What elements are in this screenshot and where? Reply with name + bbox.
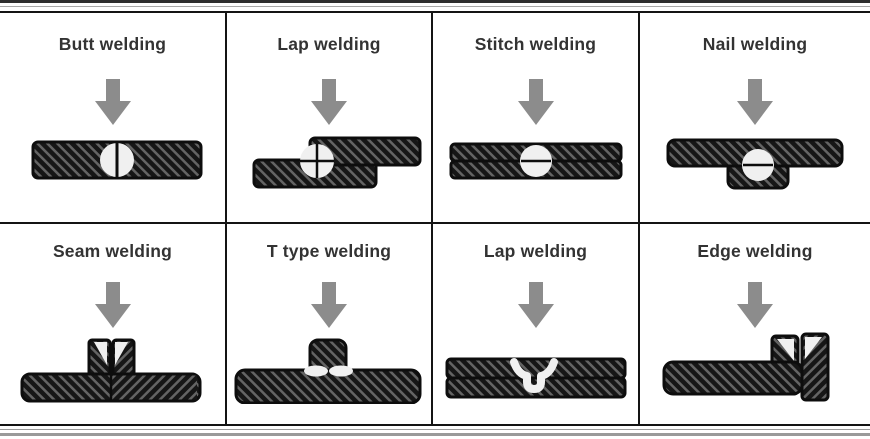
down-block-arrow-icon — [311, 282, 347, 328]
cell-title: Butt welding — [58, 34, 167, 54]
down-block-arrow-icon — [737, 282, 773, 328]
cell-title: Stitch welding — [474, 34, 597, 54]
cell-nail-welding: Nail welding — [640, 13, 870, 224]
seam-weld-diagram — [20, 338, 201, 403]
cell-butt-welding: Butt welding — [0, 13, 227, 224]
down-block-arrow-icon — [517, 79, 554, 125]
base-plate — [662, 360, 804, 396]
butt-weld-diagram — [31, 140, 202, 180]
cell-title: Seam welding — [52, 241, 173, 261]
upper-sheet — [445, 357, 626, 380]
lap-weld-diagram — [252, 136, 422, 189]
nugget-cross-lines — [300, 144, 334, 178]
right-groove-face — [114, 342, 128, 365]
cell-seam-welding: Seam welding — [0, 224, 227, 424]
edge-weld-diagram — [662, 332, 830, 402]
cell-title: Lap welding — [483, 241, 588, 261]
bottom-border-thin-line — [0, 429, 870, 430]
bottom-border-thick-line — [0, 433, 870, 436]
cell-title: Nail welding — [702, 34, 808, 54]
stitch-weld-diagram — [449, 142, 622, 180]
cell-title: T type welding — [266, 241, 392, 261]
t-weld-diagram — [234, 338, 422, 404]
base-plate-right-half — [110, 375, 197, 400]
top-border-thick-line — [0, 0, 870, 3]
cell-t-type-welding: T type welding — [227, 224, 433, 424]
down-block-arrow-icon — [737, 79, 773, 125]
u-groove-weld — [509, 358, 558, 393]
cell-title: Lap welding — [277, 34, 381, 54]
cell-stitch-welding: Stitch welding — [433, 13, 640, 224]
down-block-arrow-icon — [94, 79, 131, 125]
left-groove-face — [777, 339, 794, 361]
cell-lap-welding-2: Lap welding — [433, 224, 640, 424]
right-fillet-weld — [329, 365, 353, 377]
left-fillet-weld — [304, 365, 328, 377]
down-block-arrow-icon — [94, 282, 131, 328]
base-plate — [234, 368, 422, 404]
joggled-lap-weld-diagram — [445, 357, 626, 399]
welding-types-table: Butt welding Lap welding — [0, 11, 870, 426]
cell-edge-welding: Edge welding — [640, 224, 870, 424]
nail-weld-diagram — [666, 138, 844, 190]
left-groove-face — [93, 342, 107, 365]
top-border-thin-line — [0, 6, 870, 7]
down-block-arrow-icon — [311, 79, 347, 125]
cell-title: Edge welding — [697, 241, 813, 261]
right-groove-face — [805, 337, 822, 359]
down-block-arrow-icon — [517, 282, 554, 328]
cell-lap-welding: Lap welding — [227, 13, 433, 224]
